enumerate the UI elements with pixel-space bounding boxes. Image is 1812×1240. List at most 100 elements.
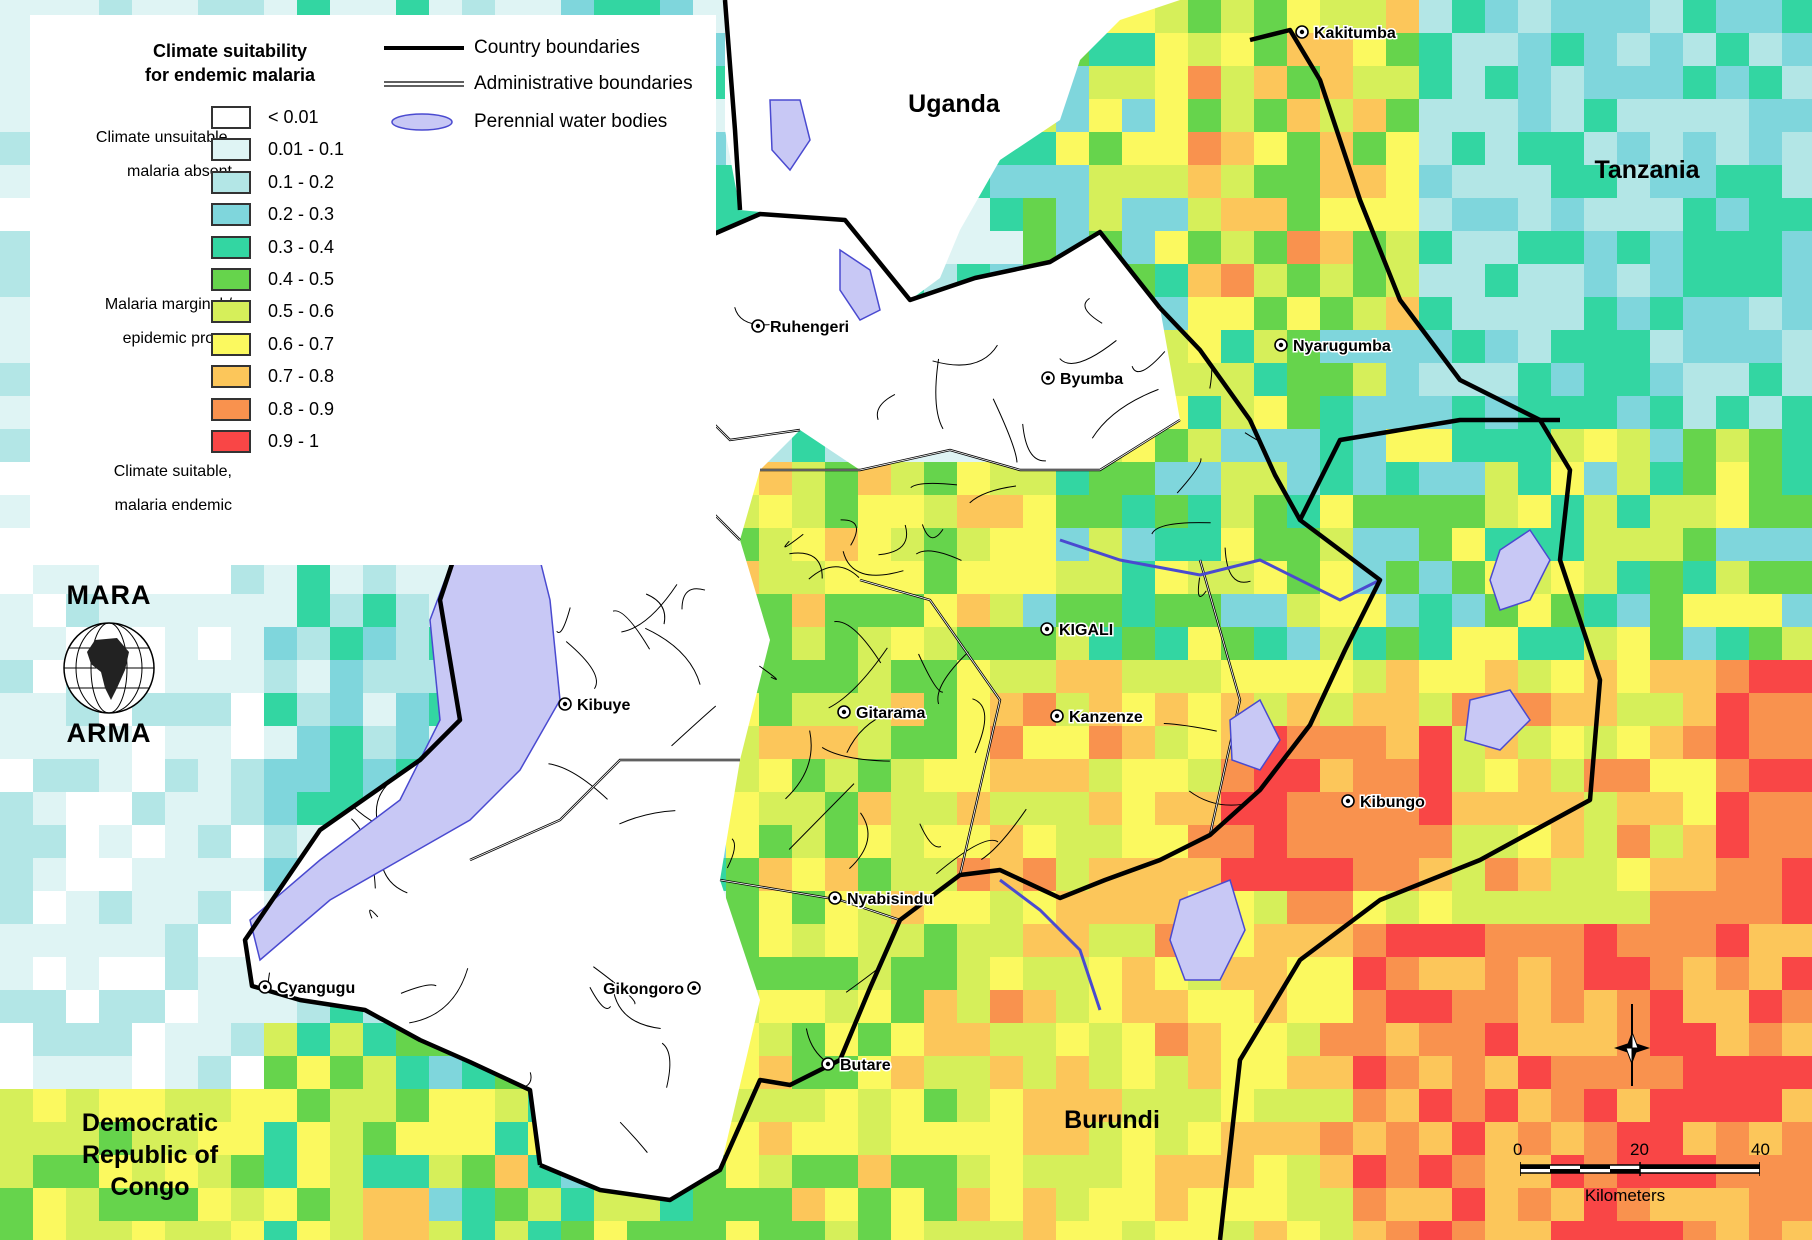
raster-cell [99,1023,132,1056]
raster-cell [792,1122,825,1155]
raster-cell [297,726,330,759]
raster-cell [1650,561,1683,594]
raster-cell [1551,396,1584,429]
raster-cell [1782,759,1812,792]
raster-cell [1188,1056,1221,1089]
raster-cell [396,660,429,693]
raster-cell [1023,165,1056,198]
raster-cell [990,990,1023,1023]
raster-cell [957,1122,990,1155]
raster-cell [1056,660,1089,693]
raster-cell [1683,0,1716,33]
raster-cell [1419,363,1452,396]
raster-cell [1023,1155,1056,1188]
raster-cell [1419,528,1452,561]
raster-cell [1386,594,1419,627]
raster-cell [759,693,792,726]
raster-cell [1584,462,1617,495]
raster-cell [726,825,759,858]
raster-cell [1419,561,1452,594]
raster-cell [1386,429,1419,462]
raster-cell [924,1122,957,1155]
raster-cell [1056,594,1089,627]
raster-cell [1023,594,1056,627]
raster-cell [1452,792,1485,825]
raster-cell [1683,429,1716,462]
raster-cell [1419,660,1452,693]
raster-cell [1650,957,1683,990]
raster-cell [1683,1122,1716,1155]
raster-cell [1617,1056,1650,1089]
raster-cell [1353,495,1386,528]
raster-cell [1056,627,1089,660]
raster-cell [1584,330,1617,363]
raster-cell [0,693,33,726]
town-gitarama: Gitarama [837,704,927,724]
raster-cell [1320,165,1353,198]
raster-cell [1023,693,1056,726]
raster-cell [957,231,990,264]
raster-cell [1320,957,1353,990]
raster-cell [1518,0,1551,33]
raster-cell [957,462,990,495]
raster-cell [1782,561,1812,594]
raster-cell [1386,792,1419,825]
raster-cell [1683,264,1716,297]
raster-cell [330,1122,363,1155]
raster-cell [1452,660,1485,693]
lake-east-1 [1489,528,1551,611]
town-label: Kibungo [1360,794,1425,811]
raster-cell [1254,1122,1287,1155]
raster-cell [165,1089,198,1122]
raster-cell [1122,99,1155,132]
scale-tick-0: 0 [1513,1140,1523,1159]
raster-cell [1122,660,1155,693]
raster-cell [1683,165,1716,198]
raster-cell [1452,891,1485,924]
raster-cell [297,759,330,792]
raster-cell [1617,858,1650,891]
raster-cell [1221,231,1254,264]
raster-cell [924,924,957,957]
raster-cell [759,1155,792,1188]
raster-cell [1287,132,1320,165]
raster-cell [264,561,297,594]
raster-cell [759,1023,792,1056]
admin-boundary-line [369,909,379,919]
town-marker-dot [1345,798,1351,804]
raster-cell [1650,66,1683,99]
raster-cell [1155,1221,1188,1240]
raster-cell [1419,1155,1452,1188]
raster-cell [1518,99,1551,132]
raster-cell [924,495,957,528]
admin-boundary-line [785,730,812,800]
raster-cell [1749,990,1782,1023]
town-cyangugu: Cyangugu [258,979,357,999]
perennial-water-bodies [249,99,1551,1011]
raster-cell [891,1089,924,1122]
admin-boundary-line [1059,340,1117,364]
raster-cell [1485,462,1518,495]
raster-cell [1617,528,1650,561]
raster-cell [1353,1188,1386,1221]
raster-cell [165,825,198,858]
legend-swatch [211,365,251,389]
raster-cell [330,594,363,627]
raster-cell [1551,1221,1584,1240]
raster-cell [1287,1221,1320,1240]
raster-cell [891,1155,924,1188]
raster-cell [1353,297,1386,330]
raster-cell [1452,759,1485,792]
raster-cell [1287,1155,1320,1188]
raster-cell [1254,825,1287,858]
raster-cell [1485,990,1518,1023]
raster-cell [1749,660,1782,693]
raster-cell [1716,495,1749,528]
raster-cell [1386,1122,1419,1155]
raster-cell [1584,429,1617,462]
raster-cell [1287,363,1320,396]
raster-cell [66,1221,99,1240]
raster-cell [1023,792,1056,825]
raster-cell [1452,825,1485,858]
raster-cell [1254,1056,1287,1089]
